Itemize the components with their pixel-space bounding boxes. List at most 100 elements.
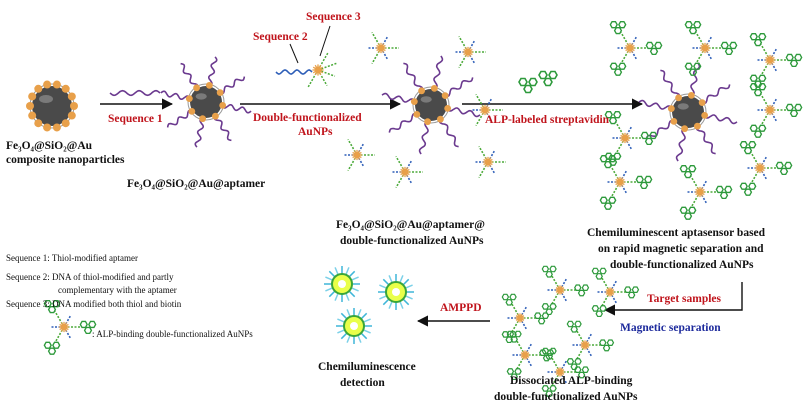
protein-ring: [720, 41, 729, 50]
protein-ring: [574, 320, 582, 328]
aptamer-nanoparticle: [381, 55, 481, 155]
protein-ring: [537, 317, 546, 325]
dna-strand: [760, 109, 771, 126]
protein-ring: [545, 353, 553, 360]
protein-ring: [577, 289, 586, 297]
dna-strand: [458, 36, 469, 53]
gold-bead: [199, 115, 207, 123]
dna-strand: [551, 371, 561, 387]
protein-ring: [724, 185, 733, 194]
double-functionalized-aunp: [609, 21, 663, 76]
double-functionalized-aunp: [541, 265, 590, 316]
double-functionalized-aunp: [739, 141, 793, 196]
core-highlight: [420, 96, 432, 103]
protein-ring: [541, 347, 550, 355]
protein-ring: [523, 84, 533, 94]
protein-ring: [688, 206, 697, 214]
dna-strand: [601, 277, 611, 293]
protein-ring: [688, 68, 698, 76]
alp-protein-icon: [574, 366, 590, 379]
dna-strand: [475, 109, 486, 126]
sequence-2-strand: [275, 69, 313, 75]
protein-ring: [613, 26, 623, 35]
protein-ring: [538, 70, 548, 80]
legend-item-1: Sequence 1: Thiol-modified aptamer: [6, 253, 138, 263]
burst-center: [338, 280, 346, 288]
dna-strand: [624, 125, 633, 139]
protein-ring: [679, 206, 688, 214]
dna-strand: [551, 289, 561, 305]
dna-strand: [769, 109, 778, 123]
magnetic-core: [190, 86, 222, 118]
protein-ring: [52, 341, 61, 349]
protein-ring: [47, 305, 57, 314]
protein-ring: [649, 47, 659, 56]
gold-nanoparticle: [353, 151, 361, 159]
protein-ring: [599, 196, 608, 204]
gold-nanoparticle: [607, 289, 613, 295]
protein-ring: [743, 188, 753, 196]
dissociated-label-1: Dissociated ALP-binding: [510, 375, 633, 387]
label-sequence-2: Sequence 2: [253, 31, 308, 43]
sequence-1-strand: [109, 89, 161, 97]
label-target-samples: Target samples: [647, 293, 722, 305]
alp-protein-icon: [599, 155, 617, 169]
gold-bead: [219, 101, 227, 109]
protein-ring: [635, 175, 644, 184]
protein-ring: [577, 371, 586, 379]
double-functionalized-aunp: [454, 36, 486, 68]
label-double-functionalized-2: AuNPs: [298, 126, 333, 138]
protein-ring: [595, 273, 603, 280]
protein-ring: [548, 70, 558, 80]
protein-ring: [599, 305, 607, 312]
alp-protein-icon: [635, 175, 653, 190]
alp-protein-icon: [518, 77, 538, 94]
aptamer-strand: [208, 56, 218, 88]
gold-bead: [211, 112, 219, 120]
double-functionalized-aunp: [501, 293, 550, 344]
dna-strand: [63, 314, 72, 328]
gold-nanoparticle: [766, 56, 774, 64]
dna-strand: [601, 291, 611, 307]
protein-ring: [785, 53, 794, 62]
label-magnetic-separation: Magnetic separation: [620, 322, 721, 334]
aptamer-strand: [695, 125, 716, 155]
chemi-label-1: Chemiluminescence: [318, 361, 416, 373]
gold-nanoparticle: [766, 106, 774, 114]
dna-strand: [615, 122, 626, 139]
process-arrows: [100, 25, 743, 327]
gold-nanoparticle: [756, 164, 764, 172]
sequence-3-strand: [317, 69, 336, 77]
protein-ring: [688, 26, 698, 35]
gold-nanoparticle: [621, 134, 629, 142]
protein-ring: [88, 320, 97, 329]
np2-label: Fe₃O₄@SiO₂@Au@aptamer: [127, 178, 265, 190]
gold-bead: [52, 80, 61, 89]
protein-ring: [644, 175, 653, 184]
double-functionalized-aunp: [391, 156, 423, 188]
dna-strand: [750, 152, 761, 169]
protein-ring: [753, 88, 763, 97]
dna-strand: [704, 35, 713, 49]
label-alp-streptavidin: ALP-labeled streptavidin: [485, 114, 610, 126]
alp-protein-icon: [609, 21, 627, 35]
double-functionalized-aunp: [679, 165, 733, 220]
gold-nanoparticle: [401, 168, 409, 176]
protein-ring: [613, 111, 622, 119]
protein-ring: [748, 182, 757, 190]
dna-strand: [760, 94, 771, 111]
protein-ring: [609, 21, 618, 29]
protein-ring: [608, 116, 618, 125]
magnetic-core: [415, 89, 447, 121]
aptamer-strand: [701, 84, 731, 105]
gold-bead: [424, 118, 432, 126]
protein-ring: [618, 62, 627, 70]
alp-protein-icon: [534, 312, 550, 325]
alp-protein-icon: [541, 385, 557, 398]
gold-nanoparticle: [701, 44, 709, 52]
alp-protein-icon: [541, 347, 557, 360]
protein-ring: [684, 62, 693, 70]
gold-bead: [43, 80, 52, 89]
double-functionalized-aunp: [43, 300, 97, 355]
protein-ring: [591, 305, 600, 312]
